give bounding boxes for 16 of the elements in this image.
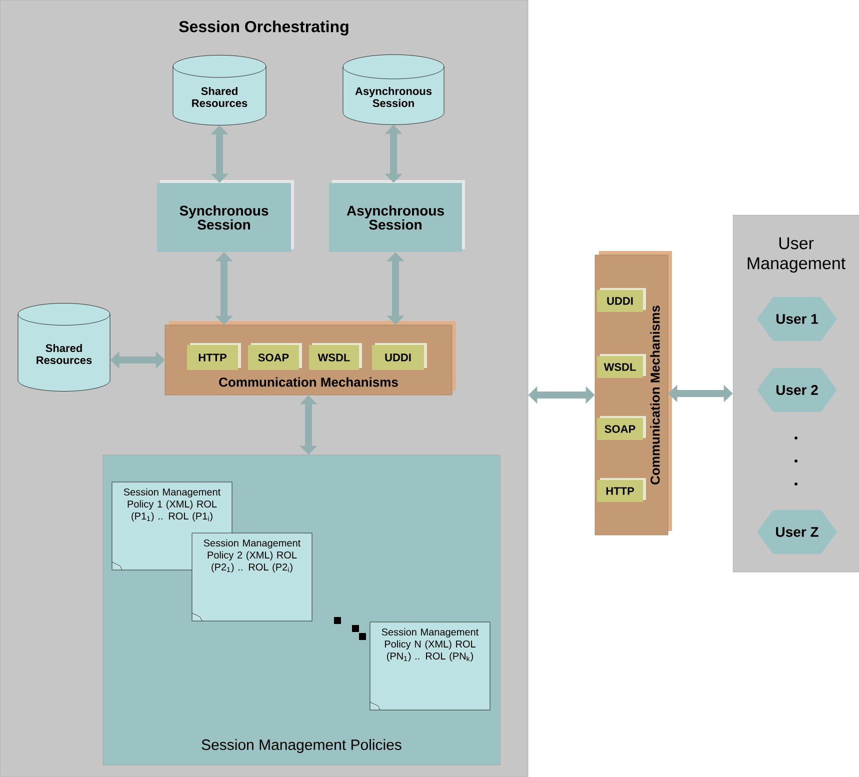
user-hexagon: User Z (757, 510, 837, 554)
protocol-tag: WSDL (309, 343, 362, 370)
protocol-tag: HTTP (597, 478, 646, 502)
protocol-tag: HTTP (187, 343, 241, 370)
protocol-tag: SOAP (597, 416, 646, 440)
process-box: Asynchronous Session (329, 180, 465, 252)
protocol-tag: WSDL (597, 354, 646, 378)
database-cylinder: Shared Resources (18, 303, 110, 392)
database-cylinder: Asynchronous Session (342, 54, 444, 125)
user-hexagon: User 2 (757, 368, 837, 412)
protocol-tag: UDDI (597, 288, 646, 312)
protocol-tag: UDDI (372, 343, 427, 370)
process-box: Synchronous Session (157, 180, 294, 252)
protocol-tag: SOAP (248, 343, 302, 370)
database-cylinder: Shared Resources (172, 55, 266, 126)
user-hexagon: User 1 (757, 297, 837, 341)
